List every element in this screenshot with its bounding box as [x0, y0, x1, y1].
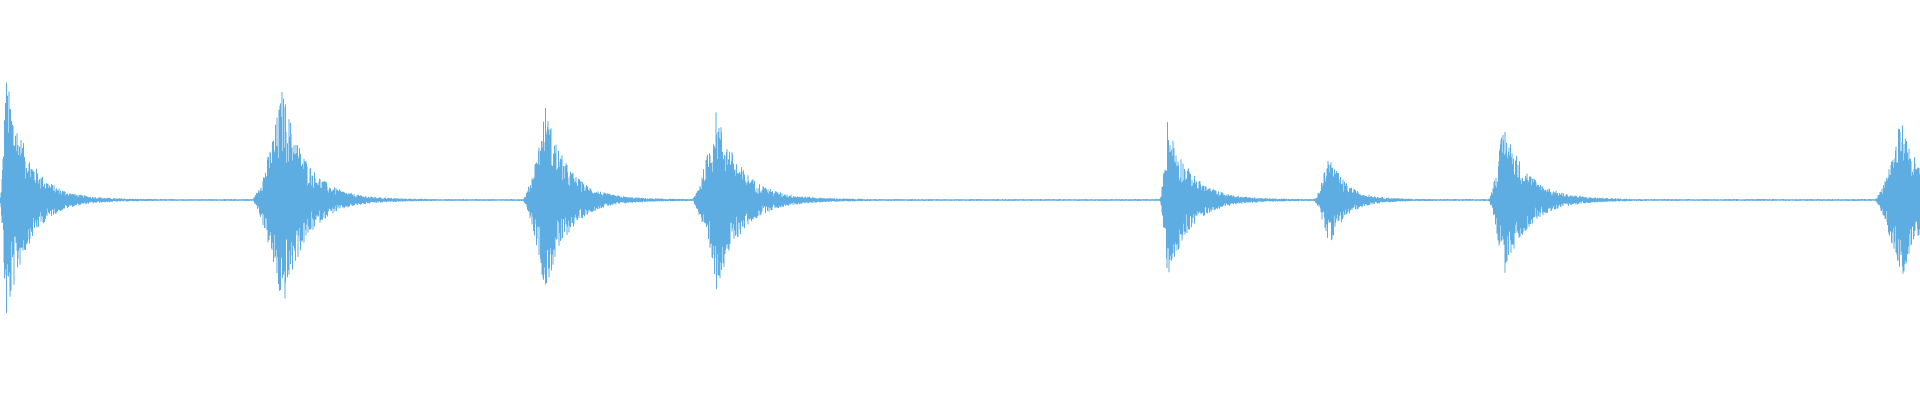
waveform-burst-6	[1308, 161, 1485, 241]
waveform-bursts	[0, 82, 1920, 314]
waveform-burst-2	[246, 91, 519, 299]
waveform-burst-7	[1483, 132, 1871, 273]
waveform-burst-8	[1869, 125, 1920, 274]
waveform-burst-5	[1154, 122, 1310, 273]
waveform-burst-4	[686, 112, 1156, 290]
waveform-burst-3	[517, 108, 688, 285]
waveform-burst-1	[0, 82, 248, 314]
